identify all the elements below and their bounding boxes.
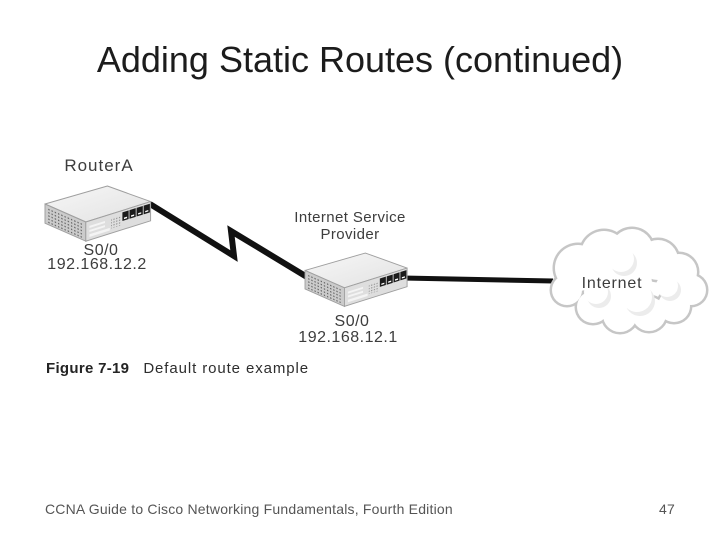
slide-title: Adding Static Routes (continued) xyxy=(96,39,624,80)
slide-footer: CCNA Guide to Cisco Networking Fundament… xyxy=(45,501,675,517)
router-a-label: RouterA xyxy=(64,156,134,175)
isp-ip-address: 192.168.12.1 xyxy=(298,329,398,346)
isp-interface-label: S0/0 xyxy=(334,313,370,330)
router-a-interface-label: S0/0 xyxy=(83,242,119,259)
isp-label-line2: Provider xyxy=(320,226,380,243)
isp-label: Internet Service Provider xyxy=(294,209,405,243)
isp-router-icon xyxy=(304,252,408,307)
figure-caption: Figure 7-19 Default route example xyxy=(46,360,309,377)
isp-label-line1: Internet Service xyxy=(294,209,406,226)
router-a-ip-address: 192.168.12.2 xyxy=(47,256,147,273)
footer-book-title: CCNA Guide to Cisco Networking Fundament… xyxy=(45,501,453,517)
isp-to-internet-line xyxy=(402,275,554,284)
figure-caption-number: Figure 7-19 xyxy=(46,360,130,377)
serial-link-lightning-icon xyxy=(148,201,309,280)
internet-cloud-label: Internet xyxy=(581,275,643,292)
page-number: 47 xyxy=(659,501,675,517)
internet-cloud-icon xyxy=(549,226,709,335)
figure-caption-text: Default route example xyxy=(143,360,309,377)
router-a-icon xyxy=(44,185,152,242)
